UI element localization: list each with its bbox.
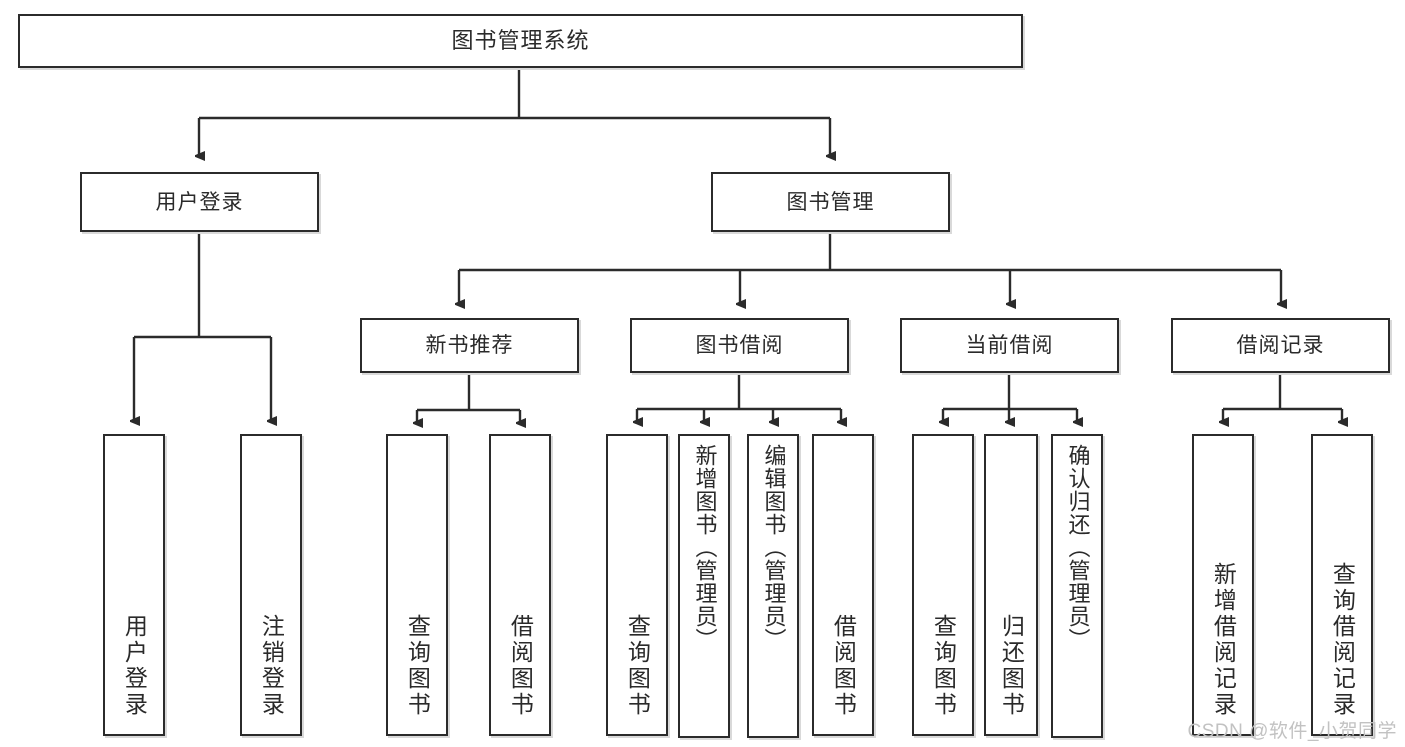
leaf-label: 查询图书 (624, 614, 651, 718)
node-root-book-management-system[interactable]: 图书管理系统 (18, 14, 1023, 68)
node-book-borrowing[interactable]: 图书借阅 (630, 318, 849, 373)
leaf-label: 查询借阅记录 (1329, 562, 1356, 718)
leaf-label: 确认归还（管理员） (1065, 444, 1091, 651)
leaf-current-borrow-query-books[interactable]: 查询图书 (912, 434, 974, 736)
leaf-label: 用户登录 (121, 614, 148, 718)
node-borrowing-records[interactable]: 借阅记录 (1171, 318, 1390, 373)
leaf-label: 借阅图书 (830, 614, 857, 718)
leaf-borrow-record-add-record[interactable]: 新增借阅记录 (1192, 434, 1254, 736)
leaf-new-book-borrow-books[interactable]: 借阅图书 (489, 434, 551, 736)
leaf-book-borrow-edit-book-admin[interactable]: 编辑图书（管理员） (747, 434, 799, 738)
leaf-book-borrow-borrow-books[interactable]: 借阅图书 (812, 434, 874, 736)
leaf-label: 编辑图书（管理员） (761, 444, 787, 651)
node-new-book-recommendation[interactable]: 新书推荐 (360, 318, 579, 373)
node-book-management[interactable]: 图书管理 (711, 172, 950, 232)
leaf-label: 查询图书 (404, 614, 431, 718)
node-current-borrowing[interactable]: 当前借阅 (900, 318, 1119, 373)
leaf-label: 查询图书 (930, 614, 957, 718)
node-label: 图书借阅 (695, 334, 784, 357)
node-label: 当前借阅 (965, 334, 1054, 357)
csdn-watermark: CSDN @软件_小贺同学 (1187, 721, 1397, 742)
node-label: 新书推荐 (425, 334, 514, 357)
leaf-borrow-record-query-record[interactable]: 查询借阅记录 (1311, 434, 1373, 736)
node-label: 用户登录 (155, 190, 244, 214)
node-user-login[interactable]: 用户登录 (80, 172, 319, 232)
leaf-user-login-login[interactable]: 用户登录 (103, 434, 165, 736)
leaf-label: 归还图书 (998, 614, 1025, 718)
leaf-new-book-query-books[interactable]: 查询图书 (386, 434, 448, 736)
leaf-book-borrow-query-books[interactable]: 查询图书 (606, 434, 668, 736)
leaf-current-borrow-return-books[interactable]: 归还图书 (984, 434, 1038, 736)
leaf-current-borrow-confirm-return-admin[interactable]: 确认归还（管理员） (1051, 434, 1103, 738)
leaf-label: 借阅图书 (507, 614, 534, 718)
leaf-label: 新增借阅记录 (1210, 562, 1237, 718)
node-label: 图书管理 (786, 190, 875, 214)
node-label: 借阅记录 (1236, 334, 1325, 357)
leaf-label: 新增图书（管理员） (692, 444, 718, 651)
leaf-user-login-logout[interactable]: 注销登录 (240, 434, 302, 736)
leaf-book-borrow-add-book-admin[interactable]: 新增图书（管理员） (678, 434, 730, 738)
node-label: 图书管理系统 (451, 28, 590, 53)
leaf-label: 注销登录 (258, 614, 285, 718)
